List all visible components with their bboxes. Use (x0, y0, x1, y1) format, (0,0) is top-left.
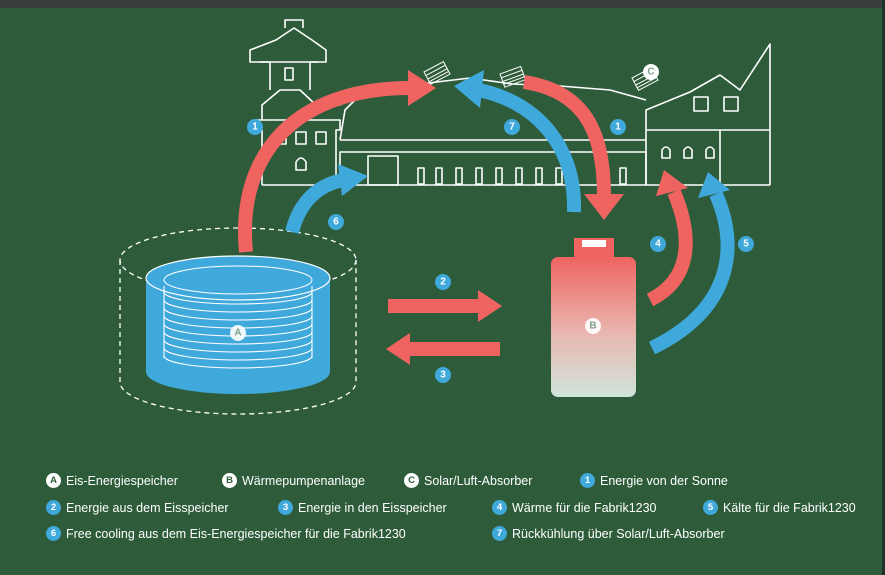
tower-window (284, 67, 294, 81)
solar-absorber-panels (423, 60, 659, 92)
arched-window-r3 (705, 146, 715, 159)
right-sawtooth-roof (645, 43, 771, 130)
absorber-panel-2 (499, 65, 527, 88)
marker-3: 3 (440, 370, 446, 381)
storage-cylinder-inner (163, 265, 313, 295)
hall-windows (417, 167, 627, 185)
marker-5: 5 (743, 239, 749, 250)
marker-c: C (647, 67, 654, 78)
marker-1-left: 1 (252, 122, 258, 133)
tower-cap (284, 19, 304, 28)
storage-dashed-sides (119, 260, 357, 415)
arrow-4-shaft (646, 189, 693, 307)
flow-arrows (238, 70, 735, 365)
arrow-7-shaft (476, 83, 582, 213)
storage-cylinder-top (145, 255, 331, 301)
arched-window-left (295, 157, 307, 171)
top-photo-strip (0, 0, 885, 8)
right-section-outline (645, 129, 771, 185)
arrow-1-left-shaft (238, 81, 411, 253)
marker-2: 2 (440, 277, 446, 288)
arched-window-r1 (661, 146, 671, 159)
arrow-4-head (656, 170, 688, 196)
arrow-1-right-shaft (522, 75, 611, 197)
heat-pump-cap-inner (582, 240, 606, 247)
arrow-6-head (338, 164, 368, 196)
arrow-1-left-head (408, 70, 436, 106)
marker-1-right: 1 (615, 122, 621, 133)
right-window-1 (693, 96, 709, 112)
arrow-7-head (454, 70, 484, 108)
hall-door (367, 155, 399, 186)
arrow-5-head (698, 172, 730, 198)
tower-outline (249, 27, 327, 90)
marker-6: 6 (333, 217, 339, 228)
marker-7: 7 (509, 122, 515, 133)
marker-a: A (234, 328, 241, 339)
marker-b: B (589, 321, 596, 332)
marker-4: 4 (655, 239, 661, 250)
diagram-markers: 1 7 1 C 6 4 5 2 3 A B (230, 64, 754, 383)
arrow-2-shaft (388, 299, 480, 313)
arrow-1-right-head (584, 194, 624, 220)
window-2 (295, 131, 307, 145)
heat-pump-unit (551, 238, 636, 397)
right-edge-strip (882, 0, 885, 575)
arrow-6-shaft (285, 173, 346, 234)
absorber-panel-1 (423, 60, 451, 86)
arrow-5-shaft (648, 191, 735, 355)
arrow-2-head (478, 290, 502, 322)
arched-window-r2 (683, 146, 693, 159)
right-window-2 (723, 96, 739, 112)
arrow-3-shaft (408, 342, 500, 356)
ice-energy-storage (119, 227, 357, 415)
window-3 (315, 131, 327, 145)
arrow-3-head (386, 333, 410, 365)
